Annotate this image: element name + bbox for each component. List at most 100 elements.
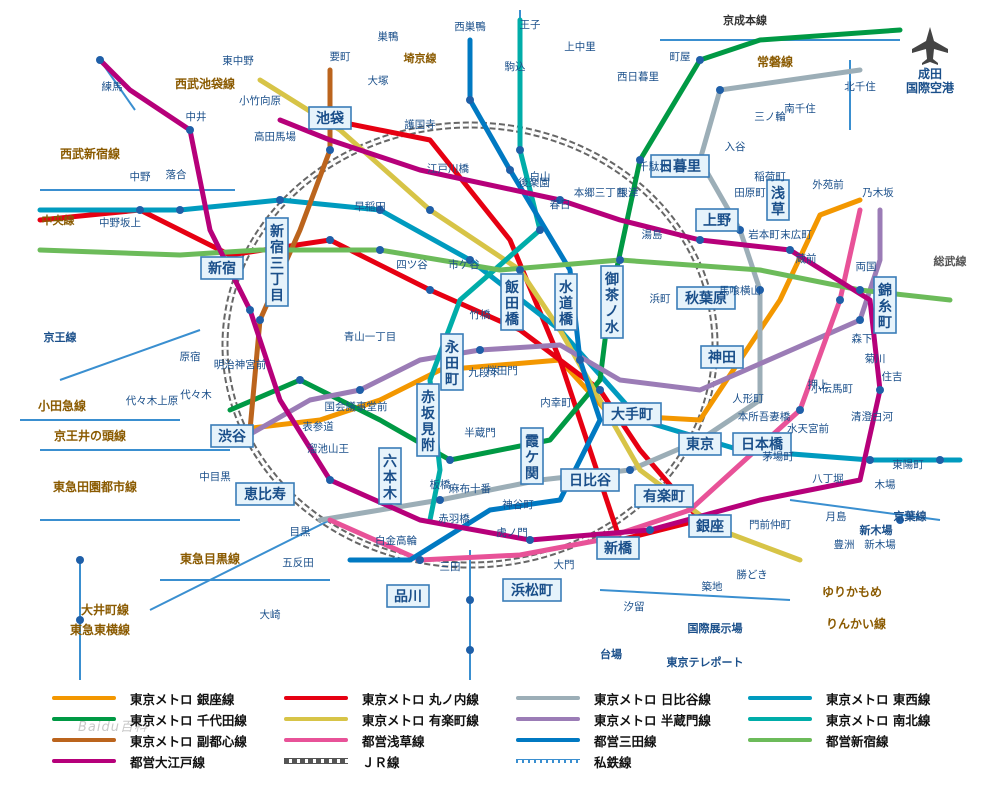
- major-station-7[interactable]: 新橋: [596, 536, 640, 560]
- major-station-label: 東京: [686, 436, 714, 453]
- region-label-odaiba: 台場: [600, 647, 622, 661]
- minor-station-28: 勝どき: [736, 568, 767, 581]
- major-station-label: 永田町: [444, 339, 460, 388]
- watermark: Baidu百科: [78, 720, 148, 735]
- minor-station-69: 麻布十番: [449, 482, 491, 495]
- minor-station-6: 町屋: [670, 51, 691, 63]
- minor-station-23: 木場: [875, 478, 896, 491]
- legend-swatch: [284, 758, 348, 764]
- minor-station-12: 田原町: [734, 187, 766, 199]
- minor-station-22: 門前仲町: [749, 518, 791, 531]
- minor-station-66: 要町: [330, 51, 351, 63]
- minor-station-81: 押上: [808, 378, 829, 391]
- major-station-label: 新宿: [208, 260, 236, 277]
- major-station-8[interactable]: 銀座: [688, 514, 732, 538]
- minor-station-34: 目黒: [290, 526, 311, 538]
- minor-station-83: 人形町: [732, 393, 764, 405]
- minor-station-47: 本郷三丁目: [574, 186, 627, 199]
- minor-station-57: 早稲田: [354, 201, 386, 213]
- minor-station-3: 上中里: [564, 40, 596, 53]
- minor-station-82: 本所吾妻橋: [738, 410, 791, 423]
- major-station-9[interactable]: 有楽町: [634, 484, 694, 508]
- legend-swatch: [284, 696, 348, 700]
- region-label-keisei: 京成本線: [723, 13, 767, 27]
- major-station-2[interactable]: 新宿: [200, 256, 244, 280]
- minor-station-5: 西日暮里: [617, 70, 659, 83]
- major-station-label: 日暮里: [659, 158, 701, 175]
- minor-station-40: 原宿: [180, 350, 201, 363]
- major-station-22[interactable]: 神田: [700, 345, 744, 369]
- minor-station-43: 青山一丁目: [344, 330, 397, 343]
- region-label-keio-inokashira: 京王井の頭線: [54, 428, 126, 443]
- region-label-tokyo-teleport: 東京テレポート: [667, 655, 744, 669]
- minor-station-45: 市ケ谷: [448, 258, 480, 271]
- legend-item: 都営大江戸線: [52, 751, 205, 771]
- major-station-label: 大手町: [611, 406, 653, 423]
- minor-station-37: 中目黒: [199, 470, 231, 483]
- region-labels: 京成本線常磐線総武線中央線西武池袋線西武新宿線小田急線京王線京王井の頭線東急田園…: [38, 13, 967, 669]
- major-station-4[interactable]: 恵比寿: [235, 482, 295, 506]
- major-station-6[interactable]: 浜松町: [502, 578, 562, 602]
- minor-station-32: 三田: [440, 561, 461, 573]
- minor-station-26: 新木場: [864, 538, 896, 551]
- major-station-label: 飯田橋: [504, 279, 520, 328]
- region-label-meguro: 東急目黒線: [180, 551, 240, 566]
- major-station-label: 日本橋: [741, 436, 784, 453]
- minor-station-27: 月島: [826, 510, 847, 523]
- region-label-oimachi: 大井町線: [81, 602, 129, 617]
- major-station-14[interactable]: 霞ケ関: [520, 427, 544, 485]
- major-station-16[interactable]: 赤坂見附: [416, 383, 440, 457]
- legend-item: 東京メトロ 丸ノ内線: [284, 688, 479, 708]
- minor-station-30: 汐留: [624, 600, 645, 613]
- major-station-label: 新宿三丁目: [270, 223, 284, 304]
- minor-station-16: 菊川: [865, 353, 886, 365]
- legend-label: 都営三田線: [594, 733, 657, 749]
- major-station-24[interactable]: 浅草: [766, 179, 790, 221]
- major-station-13[interactable]: 日比谷: [560, 468, 620, 492]
- minor-station-53: 巣鴨: [378, 30, 399, 43]
- major-station-27[interactable]: 新宿三丁目: [265, 217, 289, 307]
- legend-label: 東京メトロ 南北線: [826, 712, 931, 728]
- legend-label: 東京メトロ 千代田線: [130, 712, 247, 728]
- major-station-label: 銀座: [696, 518, 724, 535]
- legend-item: 東京メトロ 銀座線: [52, 688, 234, 708]
- major-station-11[interactable]: 日本橋: [732, 432, 792, 456]
- major-station-3[interactable]: 渋谷: [210, 424, 254, 448]
- legend-label: 都営大江戸線: [130, 754, 206, 770]
- major-station-19[interactable]: 水道橋: [554, 273, 578, 331]
- major-station-17[interactable]: 永田町: [440, 333, 464, 391]
- minor-station-44: 四ツ谷: [396, 259, 428, 271]
- minor-station-80: 外苑前: [812, 178, 844, 191]
- major-station-20[interactable]: 御茶ノ水: [600, 265, 624, 339]
- major-station-label: 六本木: [382, 453, 398, 502]
- region-label-odakyu: 小田急線: [38, 398, 86, 413]
- minor-station-63: 落合: [166, 168, 187, 181]
- major-station-23[interactable]: 上野: [695, 208, 739, 232]
- minor-station-78: 溜池山王: [307, 442, 349, 455]
- major-station-10[interactable]: 東京: [678, 432, 722, 456]
- minor-station-59: 中野: [130, 170, 151, 183]
- legend-item: 都営三田線: [516, 730, 657, 750]
- legend-label: ＪＲ線: [362, 754, 400, 770]
- major-station-26[interactable]: 錦糸町: [873, 276, 897, 334]
- minor-station-84: 小伝馬町: [811, 383, 853, 395]
- major-station-label: 浅草: [771, 185, 785, 218]
- major-station-12[interactable]: 大手町: [602, 402, 662, 426]
- major-station-5[interactable]: 品川: [386, 584, 430, 608]
- legend-label: 東京メトロ 有楽町線: [362, 712, 479, 728]
- major-station-label: 日比谷: [569, 472, 612, 489]
- asakusa-line: [327, 207, 863, 563]
- major-station-1[interactable]: 池袋: [308, 106, 352, 130]
- region-label-shin-kiba: 新木場: [860, 523, 893, 537]
- minor-station-33: 白金高輪: [375, 534, 417, 547]
- legend-label: 東京メトロ 副都心線: [130, 733, 247, 749]
- major-station-18[interactable]: 飯田橋: [500, 273, 524, 331]
- major-station-label: 神田: [708, 349, 736, 366]
- legend-swatch: [748, 696, 812, 700]
- legend-label: 都営新宿線: [826, 733, 889, 749]
- major-station-25[interactable]: 日暮里: [650, 154, 710, 178]
- minor-station-20: 茅場町: [762, 450, 794, 463]
- major-station-15[interactable]: 六本木: [378, 447, 402, 505]
- major-station-21[interactable]: 秋葉原: [676, 286, 736, 310]
